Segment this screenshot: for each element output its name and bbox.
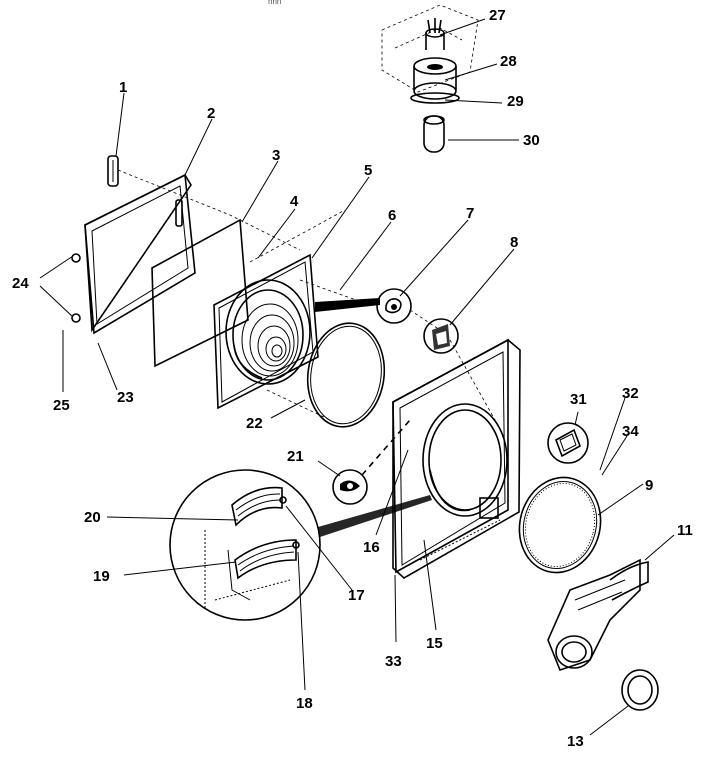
ring-part-9 bbox=[518, 476, 602, 574]
callout-18: 18 bbox=[296, 695, 313, 712]
callout-9: 9 bbox=[645, 477, 653, 494]
callout-23: 23 bbox=[117, 389, 134, 406]
screw-part-24a bbox=[71, 253, 81, 263]
callout-7: 7 bbox=[466, 205, 474, 222]
handle-part-1 bbox=[107, 155, 119, 187]
front-panel-part-15 bbox=[392, 338, 521, 579]
callout-27: 27 bbox=[489, 7, 506, 24]
callout-34: 34 bbox=[622, 423, 639, 440]
callout-labels: 1 2 3 4 5 6 7 8 9 11 13 15 16 17 18 19 2… bbox=[12, 7, 693, 750]
callout-15: 15 bbox=[426, 635, 443, 652]
callout-17: 17 bbox=[348, 587, 365, 604]
clip-part-7 bbox=[376, 288, 412, 324]
callout-29: 29 bbox=[507, 93, 524, 110]
callout-25: 25 bbox=[53, 397, 70, 414]
vent-housing-part-11 bbox=[547, 558, 649, 671]
door-panel-part-2 bbox=[84, 173, 196, 335]
callout-20: 20 bbox=[84, 509, 101, 526]
gasket-ring-part-22 bbox=[306, 322, 386, 428]
callout-21: 21 bbox=[287, 448, 304, 465]
callout-11: 11 bbox=[677, 522, 693, 539]
screw-part-24b bbox=[71, 313, 81, 323]
callout-32: 32 bbox=[622, 385, 639, 402]
ring-part-13 bbox=[621, 669, 659, 711]
window-panel-part-5 bbox=[213, 253, 319, 410]
callout-28: 28 bbox=[500, 53, 517, 70]
callout-30: 30 bbox=[523, 132, 540, 149]
inner-panel-part-3 bbox=[151, 218, 249, 368]
detail-circle bbox=[169, 469, 321, 621]
filter-part-31 bbox=[547, 422, 589, 464]
callout-3: 3 bbox=[272, 147, 280, 164]
top-assembly-group bbox=[381, 4, 479, 153]
callout-19: 19 bbox=[93, 568, 110, 585]
callout-2: 2 bbox=[207, 105, 215, 122]
latch-part-21 bbox=[332, 469, 368, 505]
hinge-part-8 bbox=[423, 318, 459, 354]
top-fragment-text: nnn bbox=[268, 0, 281, 6]
callout-31: 31 bbox=[570, 391, 587, 408]
callout-5: 5 bbox=[364, 162, 372, 179]
callout-24: 24 bbox=[12, 275, 29, 292]
callout-8: 8 bbox=[510, 234, 518, 251]
callout-33: 33 bbox=[385, 653, 402, 670]
leader-lines bbox=[39, 18, 675, 736]
callout-22: 22 bbox=[246, 415, 263, 432]
callout-6: 6 bbox=[388, 207, 396, 224]
callout-1: 1 bbox=[119, 79, 127, 96]
callout-13: 13 bbox=[567, 733, 584, 750]
callout-16: 16 bbox=[363, 539, 380, 556]
callout-4: 4 bbox=[290, 193, 299, 210]
plug-part-30 bbox=[423, 115, 445, 153]
